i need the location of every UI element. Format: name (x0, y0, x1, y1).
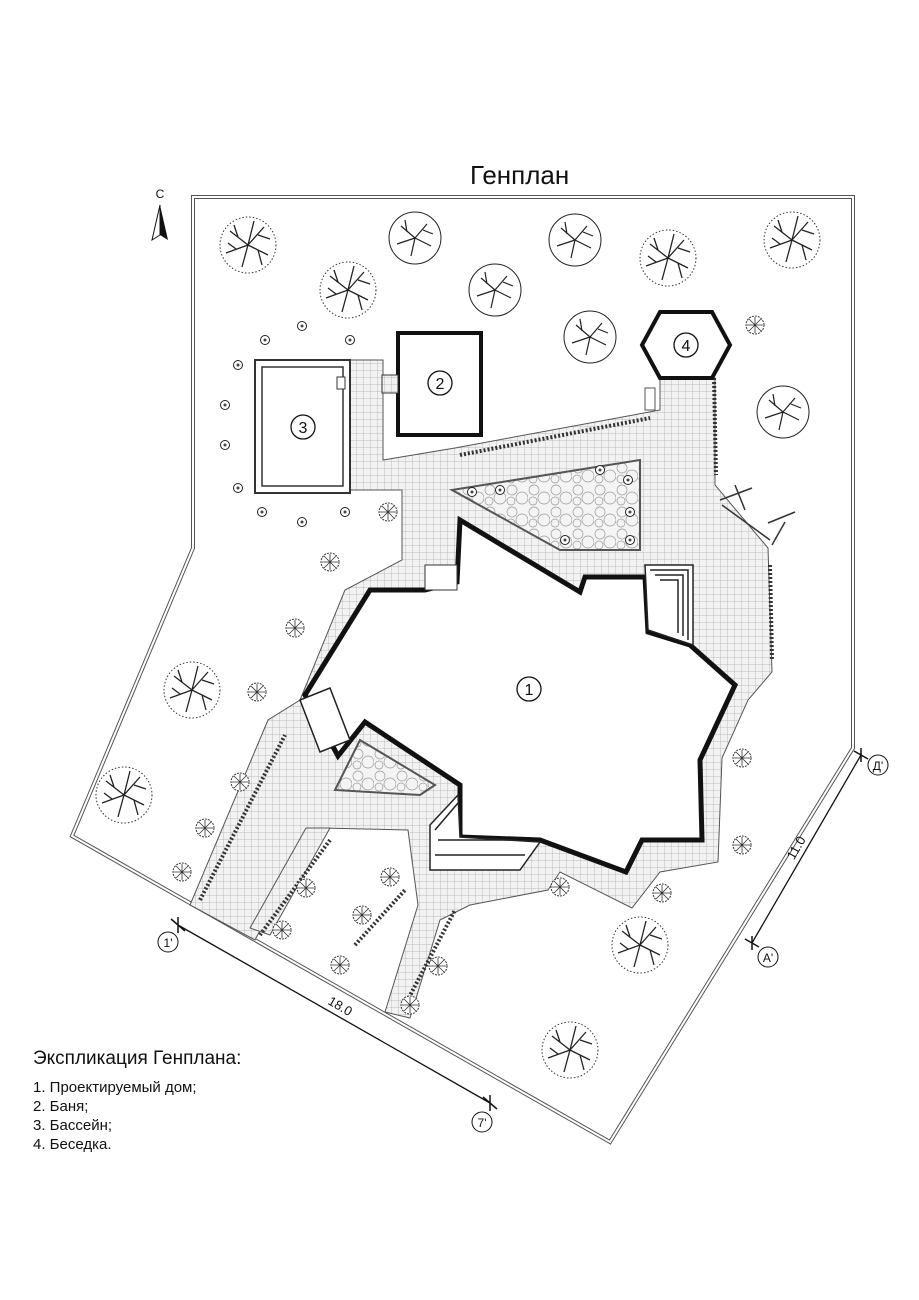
stone-bed-north (448, 458, 641, 551)
axis-label: А' (763, 951, 773, 965)
north-label: С (156, 187, 165, 201)
plan-title: Генплан (470, 160, 570, 190)
stairs (299, 564, 694, 871)
legend: Экспликация Генплана: 1. Проектируемый д… (33, 1048, 241, 1154)
marker-3: 3 (299, 420, 308, 437)
pool (254, 359, 351, 494)
garden-swing (719, 484, 796, 546)
axis-label: Д' (873, 759, 883, 773)
dimension-vertical: 11.0 А' Д' (744, 748, 889, 968)
marker-1: 1 (525, 682, 534, 699)
stone-bed-west (333, 738, 437, 797)
axis-label: 1' (164, 936, 173, 950)
marker-2: 2 (436, 376, 445, 393)
north-arrow-icon: С (151, 187, 168, 242)
legend-heading: Экспликация Генплана: (33, 1048, 242, 1069)
axis-label: 7' (478, 1116, 487, 1130)
legend-item: 3. Бассейн; (33, 1117, 113, 1134)
dimension-value: 18.0 (326, 993, 355, 1019)
legend-item: 1. Проектируемый дом; (33, 1079, 197, 1096)
building-markers: 1 2 3 4 (290, 332, 699, 702)
hedges (198, 377, 774, 1006)
legend-item: 2. Баня; (33, 1098, 89, 1115)
legend-item: 4. Беседка. (33, 1136, 112, 1153)
dimension-value: 11.0 (784, 833, 809, 862)
marker-4: 4 (682, 338, 691, 355)
